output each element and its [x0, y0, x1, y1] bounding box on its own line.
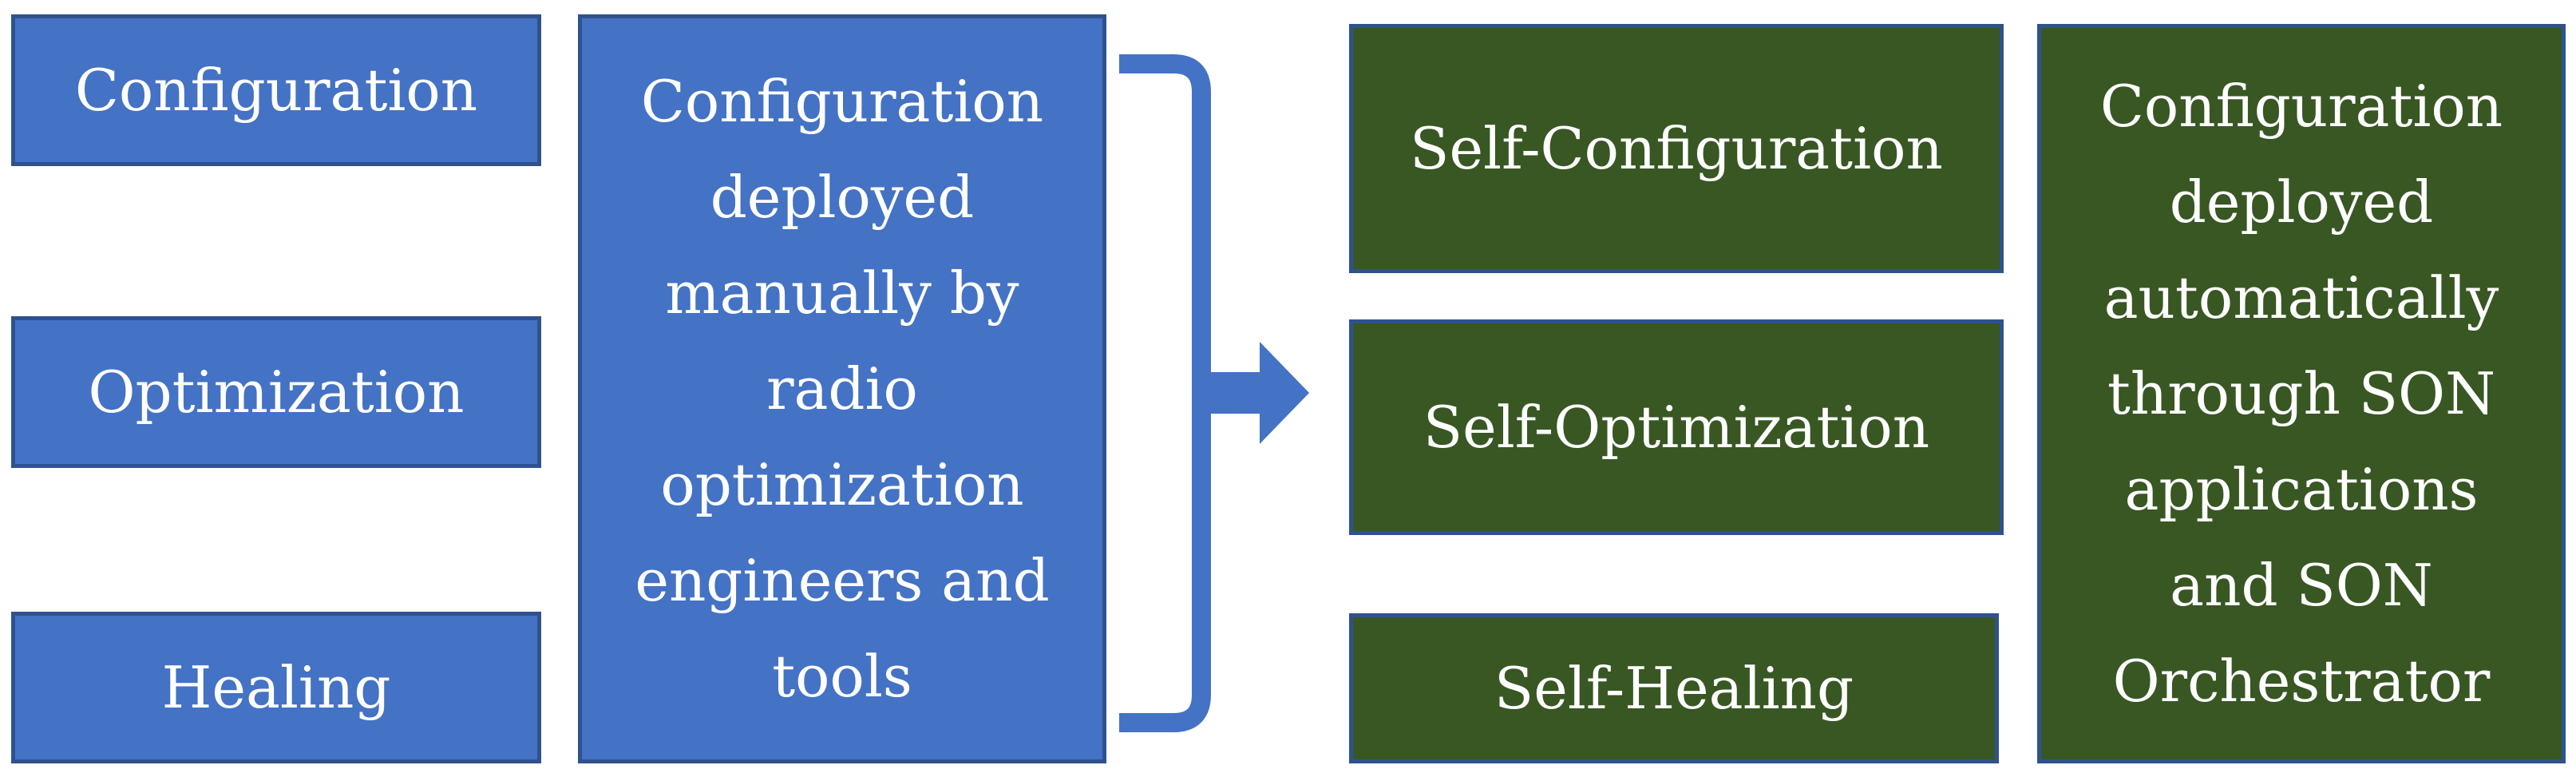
manual-description-text: Configuration deployed manually by radio…	[635, 68, 1050, 710]
self-optimization-label: Self-Optimization	[1423, 394, 1930, 461]
self-optimization-box: Self-Optimization	[1349, 319, 2004, 535]
self-configuration-label: Self-Configuration	[1410, 115, 1943, 182]
automatic-description-text: Configuration deployed automatically thr…	[2099, 73, 2503, 715]
optimization-box: Optimization	[11, 316, 541, 468]
bracket-icon	[1119, 54, 1211, 732]
self-healing-label: Self-Healing	[1494, 655, 1854, 722]
healing-label: Healing	[161, 654, 391, 721]
configuration-box: Configuration	[11, 14, 541, 166]
healing-box: Healing	[11, 612, 541, 763]
automatic-description-box: Configuration deployed automatically thr…	[2037, 24, 2566, 763]
right-arrow-icon	[1201, 342, 1309, 444]
optimization-label: Optimization	[88, 359, 465, 426]
configuration-label: Configuration	[74, 57, 478, 124]
self-configuration-box: Self-Configuration	[1349, 24, 2004, 273]
manual-description-box: Configuration deployed manually by radio…	[578, 14, 1106, 763]
self-healing-box: Self-Healing	[1349, 613, 1999, 763]
